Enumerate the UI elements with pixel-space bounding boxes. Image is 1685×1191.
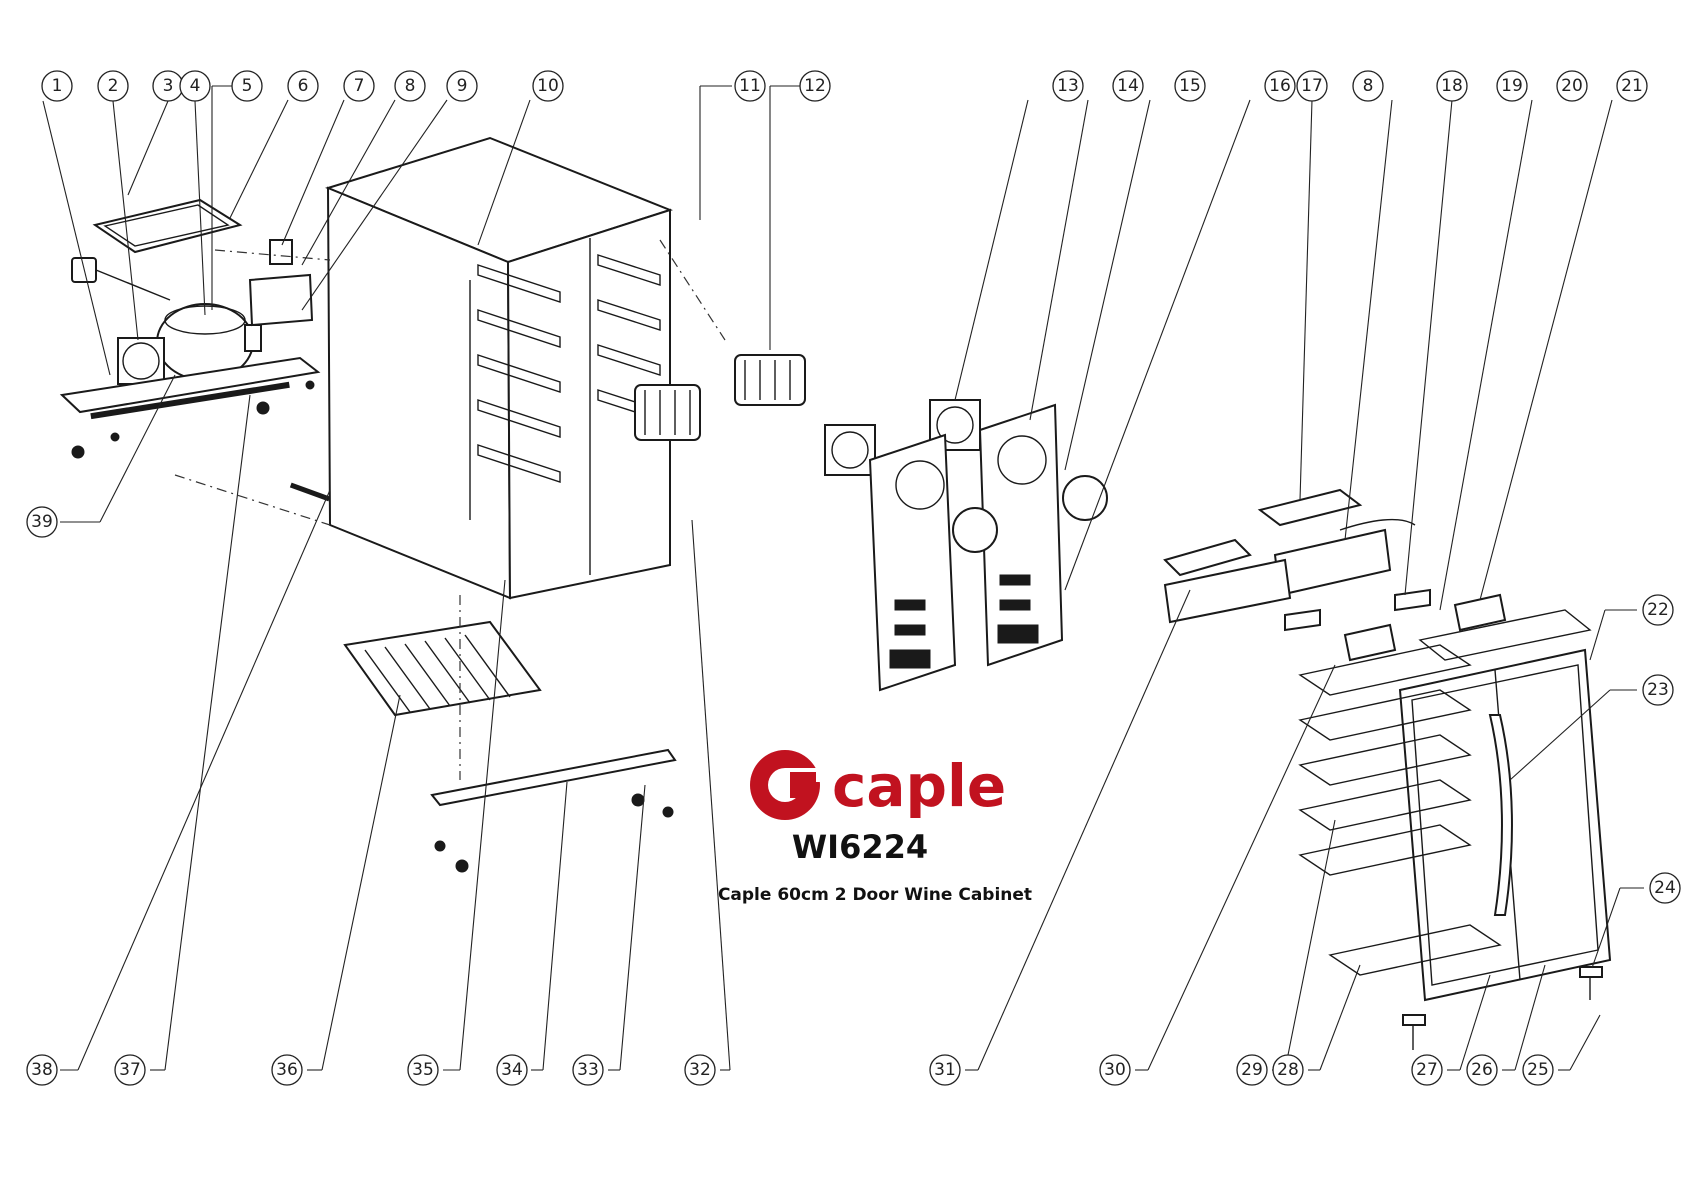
callout-31: 31 [930, 1055, 960, 1085]
callout-label: 3 [163, 76, 174, 96]
callout-7: 7 [344, 71, 374, 101]
part-control-boards [1165, 490, 1430, 630]
part-cabinet-body [291, 138, 670, 598]
callout-label: 38 [31, 1060, 53, 1080]
callout-label: 39 [31, 512, 53, 532]
callout-37: 37 [115, 1055, 145, 1085]
callout-label: 34 [501, 1060, 523, 1080]
brand-block: caple WI6224 Caple 60cm 2 Door Wine Cabi… [718, 750, 1032, 905]
callout-28: 28 [1273, 1055, 1303, 1085]
part-condenser-fan [118, 338, 164, 384]
callout-label: 7 [354, 76, 365, 96]
callout-label: 26 [1471, 1060, 1493, 1080]
callout-6: 6 [288, 71, 318, 101]
callout-11: 11 [735, 71, 765, 101]
callout-label: 20 [1561, 76, 1583, 96]
callout-label: 21 [1621, 76, 1643, 96]
callout-23: 23 [1643, 675, 1673, 705]
callout-label: 8 [1363, 76, 1374, 96]
callout-12: 12 [800, 71, 830, 101]
callout-label: 22 [1647, 600, 1669, 620]
callout-label: 6 [298, 76, 309, 96]
callout-label: 32 [689, 1060, 711, 1080]
callout-label: 25 [1527, 1060, 1549, 1080]
callout-33: 33 [573, 1055, 603, 1085]
callout-label: 4 [190, 76, 201, 96]
part-top-tray [95, 200, 240, 252]
callout-label: 30 [1104, 1060, 1126, 1080]
callout-1: 1 [42, 71, 72, 101]
callout-label: 18 [1441, 76, 1463, 96]
callout-3: 3 [153, 71, 183, 101]
callout-label: 15 [1179, 76, 1201, 96]
callout-20: 20 [1557, 71, 1587, 101]
callout-25: 25 [1523, 1055, 1553, 1085]
callout-32: 32 [685, 1055, 715, 1085]
callout-label: 24 [1654, 878, 1676, 898]
callout-label: 19 [1501, 76, 1523, 96]
callout-15: 15 [1175, 71, 1205, 101]
callout-label: 31 [934, 1060, 956, 1080]
part-bottom-condenser [345, 622, 540, 715]
callout-label: 28 [1277, 1060, 1299, 1080]
callout-label: 27 [1416, 1060, 1438, 1080]
callout-10: 10 [533, 71, 563, 101]
callout-label: 17 [1301, 76, 1323, 96]
model-number: WI6224 [792, 828, 928, 866]
callout-30: 30 [1100, 1055, 1130, 1085]
brand-name: caple [832, 752, 1006, 820]
callout-label: 35 [412, 1060, 434, 1080]
part-door-and-racks [1300, 610, 1610, 1000]
product-subtitle: Caple 60cm 2 Door Wine Cabinet [718, 885, 1032, 905]
callout-label: 8 [405, 76, 416, 96]
callout-label: 5 [242, 76, 253, 96]
callout-label: 10 [537, 76, 559, 96]
callout-8: 8 [395, 71, 425, 101]
callout-label: 1 [52, 76, 63, 96]
callout-36: 36 [272, 1055, 302, 1085]
callout-27: 27 [1412, 1055, 1442, 1085]
callout-22: 22 [1643, 595, 1673, 625]
callout-13: 13 [1053, 71, 1083, 101]
callout-label: 33 [577, 1060, 599, 1080]
callout-5: 5 [232, 71, 262, 101]
callout-38: 38 [27, 1055, 57, 1085]
callout-4: 4 [180, 71, 210, 101]
callout-label: 13 [1057, 76, 1079, 96]
callout-34: 34 [497, 1055, 527, 1085]
callout-label: 37 [119, 1060, 141, 1080]
callout-label: 14 [1117, 76, 1139, 96]
callout-9: 9 [447, 71, 477, 101]
callout-label: 36 [276, 1060, 298, 1080]
callout-29: 29 [1237, 1055, 1267, 1085]
callout-label: 12 [804, 76, 826, 96]
callout-2: 2 [98, 71, 128, 101]
callout-leader-lines [43, 86, 1644, 1070]
part-fan-panels [825, 400, 1107, 690]
callout-21: 21 [1617, 71, 1647, 101]
callout-35: 35 [408, 1055, 438, 1085]
part-control-box [250, 240, 312, 325]
callout-16: 16 [1265, 71, 1295, 101]
callout-18: 18 [1437, 71, 1467, 101]
callout-label: 11 [739, 76, 761, 96]
callout-39: 39 [27, 507, 57, 537]
callout-26: 26 [1467, 1055, 1497, 1085]
callout-8: 8 [1353, 71, 1383, 101]
callout-label: 16 [1269, 76, 1291, 96]
callout-17: 17 [1297, 71, 1327, 101]
callout-19: 19 [1497, 71, 1527, 101]
callout-24: 24 [1650, 873, 1680, 903]
callout-label: 29 [1241, 1060, 1263, 1080]
callout-label: 9 [457, 76, 468, 96]
callout-label: 23 [1647, 680, 1669, 700]
callout-14: 14 [1113, 71, 1143, 101]
caple-logo-icon [750, 750, 821, 820]
callout-label: 2 [108, 76, 119, 96]
